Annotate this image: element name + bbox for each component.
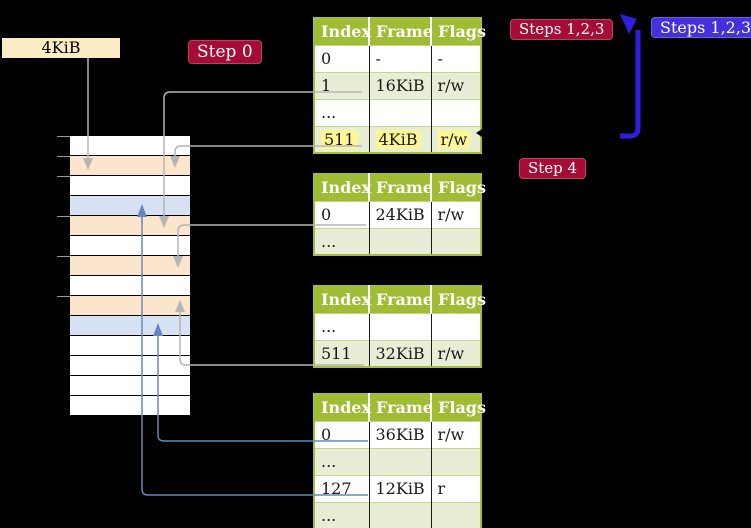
frame-cell: 16KiB bbox=[369, 72, 432, 99]
table-row: ... bbox=[314, 448, 481, 475]
frame-cell: 36KiB bbox=[369, 421, 432, 448]
flags-cell: r/w bbox=[431, 340, 481, 367]
index-cell: ... bbox=[314, 228, 370, 255]
col-header-index: Index bbox=[314, 286, 371, 313]
col-header-index: Index bbox=[314, 174, 371, 201]
table-row: 0 24KiB r/w bbox=[314, 201, 481, 228]
page-table-4: Index Frame Flags 0 36KiB r/w ... 127 12… bbox=[313, 393, 486, 528]
memory-frame-row bbox=[70, 256, 190, 276]
table-row: ... bbox=[314, 502, 481, 528]
index-cell: 0 bbox=[314, 201, 370, 228]
step-4-badge: Step 4 bbox=[519, 158, 587, 179]
frame-cell: 32KiB bbox=[369, 340, 432, 367]
flags-cell bbox=[431, 228, 481, 255]
index-cell: ... bbox=[314, 502, 370, 528]
index-cell: ... bbox=[314, 99, 370, 126]
memory-frame-row bbox=[70, 316, 190, 336]
col-header-frame: Frame bbox=[369, 394, 433, 421]
highlight: 4KiB bbox=[375, 129, 421, 149]
flags-cell: r bbox=[437, 479, 446, 498]
memory-frame-row bbox=[70, 156, 190, 176]
frame-cell: - bbox=[369, 45, 432, 72]
index-cell: 0 bbox=[314, 421, 370, 448]
memory-frame-row bbox=[70, 336, 190, 356]
table-row: 511 32KiB r/w bbox=[314, 340, 481, 367]
index-cell: 0 bbox=[314, 45, 370, 72]
address-tick bbox=[57, 296, 70, 297]
flags-cell: r/w bbox=[437, 425, 465, 444]
table-row: 127 12KiB r bbox=[314, 475, 481, 502]
frame-cell bbox=[369, 313, 432, 340]
memory-frame-row bbox=[70, 296, 190, 316]
col-header-flags: Flags bbox=[431, 286, 486, 313]
step-0-badge: Step 0 bbox=[188, 40, 262, 64]
steps-1234-badge: Steps 1,2,3,4 bbox=[651, 17, 751, 38]
index-cell: ... bbox=[314, 448, 370, 475]
col-header-flags: Flags bbox=[431, 18, 486, 45]
address-tick bbox=[57, 136, 70, 137]
table-header-row: Index Frame Flags bbox=[314, 18, 486, 45]
index-cell: 511 bbox=[314, 126, 370, 153]
table-header-row: Index Frame Flags bbox=[314, 174, 486, 201]
address-tick bbox=[57, 256, 70, 257]
address-tick bbox=[57, 176, 70, 177]
table-row: ... bbox=[314, 99, 481, 126]
memory-frame-row bbox=[70, 136, 190, 156]
col-header-index: Index bbox=[314, 18, 371, 45]
loop-arrow bbox=[620, 14, 641, 139]
table-row: 0 - - bbox=[314, 45, 481, 72]
frame-cell: 4KiB bbox=[369, 126, 432, 153]
memory-frame-row bbox=[70, 176, 190, 196]
frame-cell: 24KiB bbox=[369, 201, 432, 228]
page-table-1: Index Frame Flags 0 - - 1 16KiB r/w ... … bbox=[313, 17, 486, 154]
memory-frame-row bbox=[70, 216, 190, 236]
col-header-frame: Frame bbox=[369, 174, 433, 201]
table-row: ... bbox=[314, 313, 481, 340]
memory-frame-row bbox=[70, 396, 190, 416]
memory-frame-row bbox=[70, 236, 190, 256]
index-cell: ... bbox=[314, 313, 370, 340]
col-header-index: Index bbox=[314, 394, 371, 421]
steps-123-badge: Steps 1,2,3 bbox=[510, 19, 614, 40]
table-row-highlighted: 511 4KiB r/w bbox=[314, 126, 481, 153]
table-row: 1 16KiB r/w bbox=[314, 72, 481, 99]
frame-cell bbox=[369, 99, 432, 126]
flags-cell: r/w bbox=[431, 72, 481, 99]
table-row: 0 36KiB r/w bbox=[314, 421, 481, 448]
address-tick bbox=[57, 156, 70, 157]
frame-cell bbox=[369, 448, 432, 475]
memory-frame-row bbox=[70, 376, 190, 396]
table-header-row: Index Frame Flags bbox=[314, 286, 486, 313]
table-row: ... bbox=[314, 228, 481, 255]
memory-frame-row bbox=[70, 276, 190, 296]
flags-cell bbox=[431, 448, 481, 475]
col-header-frame: Frame bbox=[369, 18, 433, 45]
col-header-frame: Frame bbox=[369, 286, 433, 313]
table-header-row: Index Frame Flags bbox=[314, 394, 486, 421]
flags-cell: r/w bbox=[431, 126, 481, 153]
col-header-flags: Flags bbox=[431, 394, 486, 421]
flags-cell: r/w bbox=[437, 205, 465, 224]
frame-cell: 12KiB bbox=[369, 475, 432, 502]
page-table-2: Index Frame Flags 0 24KiB r/w ... bbox=[313, 173, 486, 256]
memory-frame-row bbox=[70, 356, 190, 376]
flags-cell bbox=[431, 502, 481, 528]
flags-cell bbox=[431, 99, 481, 126]
flags-cell: - bbox=[437, 49, 443, 68]
index-cell: 127 bbox=[314, 475, 370, 502]
col-header-flags: Flags bbox=[431, 174, 486, 201]
frame-cell bbox=[369, 228, 432, 255]
frame-size-label: 4KiB bbox=[2, 38, 120, 58]
flags-cell bbox=[431, 313, 481, 340]
memory-frame-row bbox=[70, 196, 190, 216]
highlight: 511 bbox=[321, 129, 358, 149]
index-cell: 1 bbox=[314, 72, 370, 99]
index-cell: 511 bbox=[314, 340, 370, 367]
memory-column bbox=[70, 136, 190, 416]
highlight: r/w bbox=[437, 129, 471, 149]
address-tick bbox=[57, 216, 70, 217]
page-table-3: Index Frame Flags ... 511 32KiB r/w bbox=[313, 285, 486, 368]
frame-cell bbox=[369, 502, 432, 528]
